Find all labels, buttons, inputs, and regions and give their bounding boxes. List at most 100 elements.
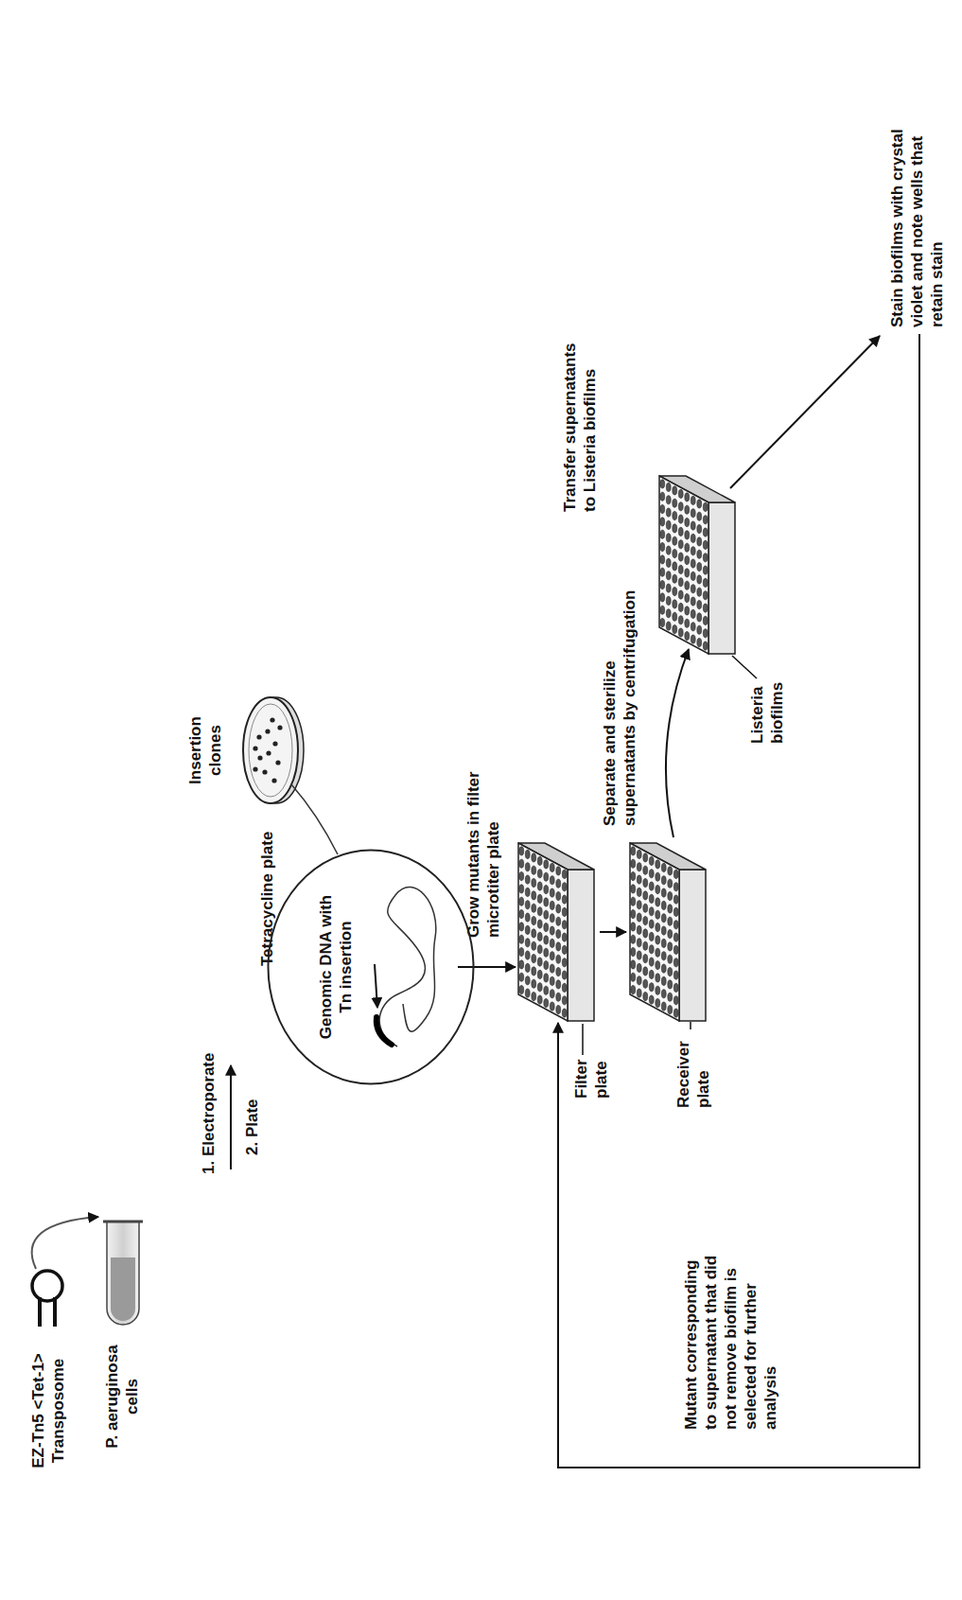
- plate-well: [661, 875, 666, 885]
- plate-well: [524, 862, 530, 872]
- plate-well: [648, 957, 654, 966]
- plate-well: [702, 565, 708, 575]
- plate-well: [537, 995, 543, 1004]
- plate-top: [629, 842, 680, 1021]
- colony-dot: [272, 740, 278, 746]
- plate-well: [630, 922, 636, 931]
- plate-well: [697, 561, 702, 571]
- plate-well: [655, 997, 661, 1007]
- plate-well: [665, 520, 671, 529]
- plate-well: [672, 561, 678, 571]
- plate-well: [561, 958, 567, 967]
- plate-well: [702, 553, 708, 562]
- plate-well: [549, 862, 555, 872]
- ellipse-outline: [266, 848, 475, 1085]
- plate-well: [673, 907, 679, 916]
- plate-well: [630, 871, 636, 880]
- plate-well: [678, 590, 683, 599]
- plate-well: [543, 935, 549, 945]
- plate-well: [661, 963, 666, 973]
- plate-well: [665, 609, 671, 618]
- plate-well: [531, 941, 537, 950]
- plate-well: [561, 996, 567, 1005]
- plate-well: [519, 846, 525, 856]
- plate-well: [660, 542, 665, 551]
- test-tube: [103, 1221, 143, 1325]
- plate-well: [643, 979, 648, 988]
- plate-well: [673, 958, 679, 967]
- plate-well: [636, 976, 642, 985]
- plate-well: [673, 1008, 679, 1017]
- plate-well: [549, 976, 555, 985]
- plate-well: [672, 536, 678, 545]
- plate-well: [672, 548, 678, 558]
- plate-well: [630, 984, 636, 994]
- plate-front: [567, 869, 595, 1021]
- tube-liquid: [110, 1257, 136, 1321]
- microtiter-plate: [629, 842, 706, 1021]
- plate-well: [537, 881, 543, 891]
- plate-well: [672, 612, 678, 621]
- plate-well: [561, 944, 567, 954]
- step-label: P. aeruginosa cells: [102, 1334, 142, 1458]
- plate-well: [524, 887, 530, 896]
- plate-well: [667, 966, 673, 976]
- plate-well: [665, 621, 671, 630]
- plate-well: [643, 891, 648, 900]
- plate-well: [702, 515, 708, 525]
- plate-well: [667, 1004, 673, 1014]
- feedback-arrow: [558, 333, 920, 1468]
- step-label: Filter plate: [571, 1041, 612, 1099]
- plate-well: [655, 947, 661, 957]
- plate-well: [667, 904, 673, 913]
- plate-well: [684, 542, 690, 552]
- plate-well: [655, 960, 661, 969]
- step-label: 2. Plate: [242, 1098, 263, 1155]
- plate-well: [661, 938, 666, 947]
- plate-well: [665, 558, 671, 567]
- plate-well: [655, 985, 661, 995]
- plate-well: [665, 595, 671, 605]
- process-arrow: [229, 1065, 232, 1170]
- plate-well: [531, 991, 537, 1000]
- plate-well: [636, 988, 642, 997]
- pointer-arrow: [374, 963, 378, 1008]
- step-label: Tetracycline plate: [257, 831, 278, 966]
- plate-well: [524, 900, 530, 910]
- plate-well: [549, 900, 555, 910]
- plate-well: [660, 504, 665, 513]
- plate-well: [537, 907, 543, 916]
- plate-well: [636, 887, 642, 896]
- colony-dot: [277, 724, 282, 730]
- plate-well: [655, 935, 661, 945]
- plate-well: [643, 915, 648, 925]
- plate-well: [519, 984, 525, 994]
- plate-well: [660, 555, 665, 564]
- plate-well: [648, 881, 654, 891]
- plate-well: [660, 579, 665, 589]
- plate-well: [531, 928, 537, 938]
- plate-well: [537, 869, 543, 878]
- plate-well: [537, 856, 543, 865]
- plate-well: [678, 628, 683, 637]
- plate-well: [697, 637, 702, 647]
- plate-well: [630, 934, 636, 944]
- plate-well: [531, 979, 537, 988]
- plate-well: [667, 891, 673, 900]
- plate-well: [684, 530, 690, 540]
- plate-well: [660, 593, 665, 602]
- plate-well: [697, 575, 702, 584]
- plate-well: [678, 540, 683, 549]
- step-label: Stain biofilms with crystal violet and n…: [887, 104, 947, 328]
- plate-well: [630, 858, 636, 868]
- plate-well: [556, 954, 561, 963]
- plate-well: [665, 545, 671, 555]
- plate-well: [672, 586, 678, 595]
- step-label: Transfer supernatants to Listeria biofil…: [559, 333, 600, 512]
- plate-well: [660, 491, 665, 501]
- plate-well: [543, 997, 549, 1007]
- plate-well: [673, 920, 679, 929]
- plate-well: [519, 896, 525, 906]
- plate-well: [561, 932, 567, 942]
